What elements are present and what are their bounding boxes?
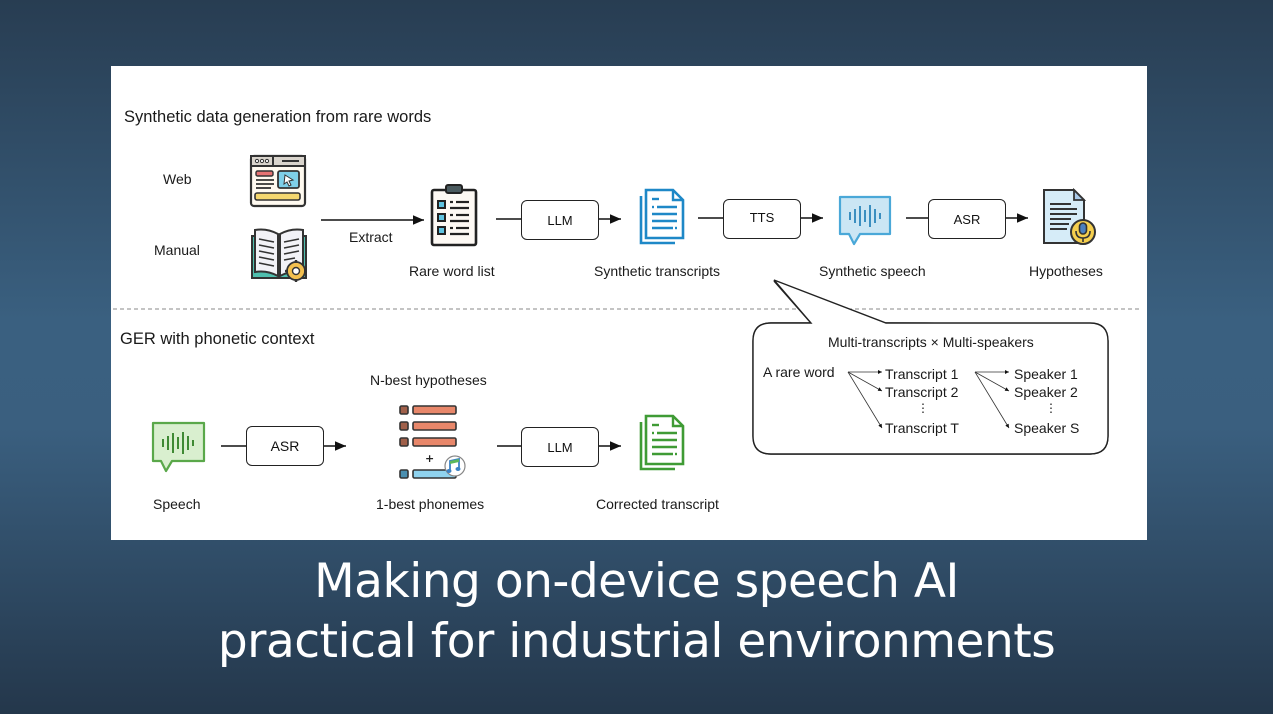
- hypotheses-label: Hypotheses: [1029, 263, 1103, 279]
- nbest-phonemes-icon: +: [399, 405, 466, 479]
- diagram-panel: Synthetic data generation from rare word…: [111, 66, 1147, 540]
- callout-title: Multi-transcripts × Multi-speakers: [828, 334, 1034, 350]
- document-stack-icon-blue: [639, 188, 685, 245]
- document-microphone-icon: [1043, 188, 1096, 245]
- phonemes-label: 1-best phonemes: [376, 496, 485, 512]
- top-section-title: Synthetic data generation from rare word…: [124, 108, 432, 126]
- speaker-ellipsis: ⋮: [1045, 401, 1057, 415]
- speaker-item-2: Speaker 2: [1014, 384, 1078, 400]
- fanout-arrows-speakers: [974, 370, 1010, 429]
- speech-bubble-icon-blue: [838, 195, 892, 246]
- transcript-item-t: Transcript T: [885, 420, 959, 436]
- tts-box: TTS: [723, 199, 801, 239]
- asr-box-top: ASR: [928, 199, 1006, 239]
- synthetic-speech-label: Synthetic speech: [819, 263, 926, 279]
- transcript-ellipsis: ⋮: [917, 401, 929, 415]
- connector-layer: [113, 213, 1139, 455]
- corrected-transcript-label: Corrected transcript: [596, 496, 719, 512]
- slide-title-line-1: Making on-device speech AI: [314, 554, 959, 609]
- plus-sign: +: [425, 452, 434, 465]
- synthetic-transcripts-label: Synthetic transcripts: [594, 263, 721, 279]
- speaker-item-s: Speaker S: [1014, 420, 1080, 436]
- source-web-label: Web: [163, 171, 192, 187]
- document-stack-icon-green: [639, 414, 685, 471]
- clipboard-list-icon: [430, 184, 478, 247]
- speech-bubble-icon-green: [151, 421, 206, 473]
- manual-book-icon: [251, 228, 307, 282]
- callout-source-word: A rare word: [763, 364, 835, 380]
- speaker-item-1: Speaker 1: [1014, 366, 1078, 382]
- rare-word-list-label: Rare word list: [409, 263, 495, 279]
- extract-label: Extract: [349, 229, 393, 245]
- llm-box-bottom: LLM: [521, 427, 599, 467]
- fanout-arrows-transcripts: [847, 370, 883, 429]
- speech-label: Speech: [153, 496, 201, 512]
- bottom-section-title: GER with phonetic context: [120, 330, 315, 348]
- source-manual-label: Manual: [154, 242, 200, 258]
- asr-box-bottom: ASR: [246, 426, 324, 466]
- web-browser-icon: [249, 154, 307, 208]
- slide-title-line-2: practical for industrial environments: [217, 614, 1056, 669]
- transcript-item-2: Transcript 2: [885, 384, 959, 400]
- transcript-item-1: Transcript 1: [885, 366, 959, 382]
- slide-title: Making on-device speech AI practical for…: [0, 552, 1273, 672]
- llm-box-top: LLM: [521, 200, 599, 240]
- nbest-label: N-best hypotheses: [370, 372, 487, 388]
